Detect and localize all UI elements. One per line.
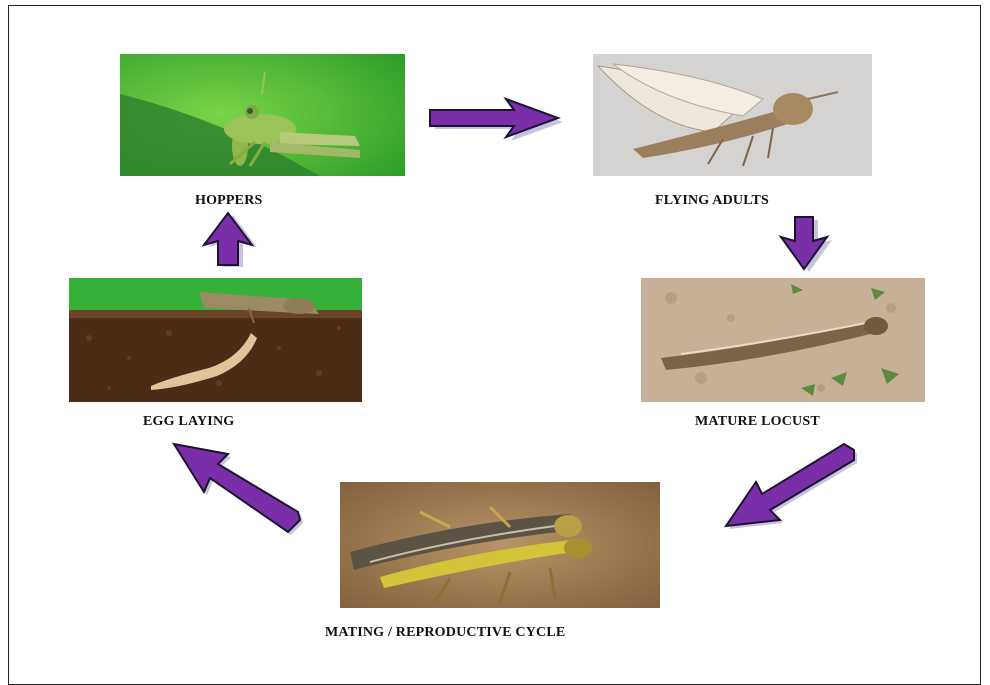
stage-label-egg-laying: EGG LAYING (143, 414, 234, 430)
stage-label-flying-adults: FLYING ADULTS (655, 193, 769, 209)
arrow-down-icon (781, 216, 833, 272)
arrow-right-icon (428, 98, 564, 140)
stage-label-hoppers: HOPPERS (195, 193, 263, 209)
hoppers-photo (120, 54, 405, 176)
arrow-up-left-icon (170, 440, 306, 540)
arrow-up-icon (202, 212, 260, 268)
stage-label-mating: MATING / REPRODUCTIVE CYCLE (325, 625, 565, 641)
mature-locust-photo (641, 278, 925, 402)
arrow-down-left-icon (722, 442, 862, 534)
flying-adults-photo (593, 54, 872, 176)
egg-laying-photo (69, 278, 362, 402)
stage-label-mature-locust: MATURE LOCUST (695, 414, 820, 430)
mating-photo (340, 482, 660, 608)
